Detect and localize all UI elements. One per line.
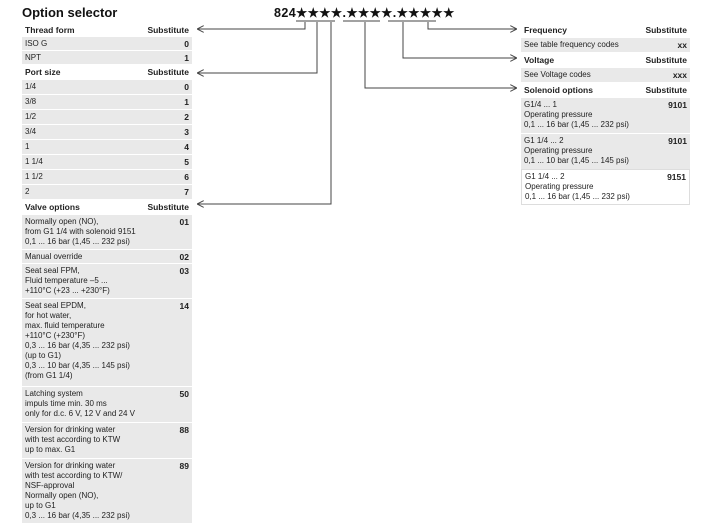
port-size-connector xyxy=(198,22,318,73)
row-value: 2 xyxy=(184,112,189,122)
row-label: 1 xyxy=(25,142,30,151)
table-row: Version for drinking water with test acc… xyxy=(22,458,192,523)
voltage-title: Voltage xyxy=(524,55,555,65)
table-row: NPT 1 xyxy=(22,50,192,64)
row-label: 1 1/4 xyxy=(25,157,43,166)
port-size-header: Port size Substitute xyxy=(22,64,192,79)
port-size-substitute-label: Substitute xyxy=(147,67,189,77)
table-row: G1/4 ... 1 Operating pressure 0,1 ... 16… xyxy=(521,97,690,133)
voltage-header: Voltage Substitute xyxy=(521,52,690,67)
table-row: See table frequency codes xx xyxy=(521,37,690,52)
row-value: 03 xyxy=(179,266,189,276)
right-option-table: Frequency Substitute See table frequency… xyxy=(521,22,690,205)
solenoid-options-title: Solenoid options xyxy=(524,85,593,95)
frequency-connector xyxy=(427,22,516,29)
row-value: 6 xyxy=(184,172,189,182)
order-code: 824★★★★.★★★★.★★★★★ xyxy=(274,6,455,20)
row-label: 1/4 xyxy=(25,82,37,91)
table-row: 1 1/4 5 xyxy=(22,154,192,169)
row-value: 3 xyxy=(184,127,189,137)
table-row: Latching system impuls time min. 30 ms o… xyxy=(22,386,192,422)
table-row: Normally open (NO), from G1 1/4 with sol… xyxy=(22,214,192,249)
row-value: 9101 xyxy=(668,136,687,146)
row-label: 1/2 xyxy=(25,112,37,121)
row-label: Seat seal FPM, Fluid temperature –5 ... … xyxy=(25,266,110,295)
row-label: 3/8 xyxy=(25,97,37,106)
row-label: ISO G xyxy=(25,39,48,48)
table-row: 1/4 0 xyxy=(22,79,192,94)
row-label: 3/4 xyxy=(25,127,37,136)
row-label: Normally open (NO), from G1 1/4 with sol… xyxy=(25,217,136,246)
solenoid-options-substitute-label: Substitute xyxy=(645,85,687,95)
page-title: Option selector xyxy=(22,5,118,20)
table-row: See Voltage codes xxx xyxy=(521,67,690,82)
table-row: ISO G 0 xyxy=(22,36,192,50)
row-label: Latching system impuls time min. 30 ms o… xyxy=(25,389,135,418)
table-row: Seat seal EPDM, for hot water, max. flui… xyxy=(22,298,192,386)
thread-form-header: Thread form Substitute xyxy=(22,22,192,36)
row-label: G1 1/4 ... 2 Operating pressure 0,1 ... … xyxy=(524,136,629,165)
table-row: Version for drinking water with test acc… xyxy=(22,422,192,458)
row-label: See Voltage codes xyxy=(524,70,591,79)
solenoid-options-header: Solenoid options Substitute xyxy=(521,82,690,97)
left-option-table: Thread form Substitute ISO G 0 NPT 1 Por… xyxy=(22,22,192,523)
row-label: Manual override xyxy=(25,252,83,261)
valve-options-substitute-label: Substitute xyxy=(147,202,189,212)
table-row: 1 1/2 6 xyxy=(22,169,192,184)
row-label: NPT xyxy=(25,53,41,62)
valve-options-header: Valve options Substitute xyxy=(22,199,192,214)
row-value: 14 xyxy=(179,301,189,311)
row-value: 9151 xyxy=(667,172,686,182)
table-row: 1/2 2 xyxy=(22,109,192,124)
table-row: Manual override 02 xyxy=(22,249,192,263)
table-row: 3/8 1 xyxy=(22,94,192,109)
row-value: 50 xyxy=(179,389,189,399)
row-value: 0 xyxy=(184,39,189,49)
row-label: Version for drinking water with test acc… xyxy=(25,425,121,454)
row-value: 1 xyxy=(184,53,189,63)
row-value: 0 xyxy=(184,82,189,92)
frequency-header: Frequency Substitute xyxy=(521,22,690,37)
row-label: G1 1/4 ... 2 Operating pressure 0,1 ... … xyxy=(525,172,630,201)
valve-options-connector xyxy=(198,22,332,204)
row-value: 7 xyxy=(184,187,189,197)
row-value: 88 xyxy=(179,425,189,435)
row-label: G1/4 ... 1 Operating pressure 0,1 ... 16… xyxy=(524,100,629,129)
frequency-title: Frequency xyxy=(524,25,567,35)
thread-form-substitute-label: Substitute xyxy=(147,25,189,35)
frequency-substitute-label: Substitute xyxy=(645,25,687,35)
row-value: 01 xyxy=(179,217,189,227)
table-row: G1 1/4 ... 2 Operating pressure 0,1 ... … xyxy=(521,169,690,205)
row-value: 89 xyxy=(179,461,189,471)
thread-form-connector xyxy=(198,22,306,29)
table-row: G1 1/4 ... 2 Operating pressure 0,1 ... … xyxy=(521,133,690,169)
row-value: 02 xyxy=(179,252,189,262)
row-value: 4 xyxy=(184,142,189,152)
row-label: See table frequency codes xyxy=(524,40,619,49)
row-label: 2 xyxy=(25,187,30,196)
thread-form-title: Thread form xyxy=(25,25,75,35)
voltage-connector xyxy=(402,22,516,58)
solenoid-options-connector xyxy=(364,22,516,88)
row-label: Version for drinking water with test acc… xyxy=(25,461,130,520)
row-value: xxx xyxy=(672,70,687,80)
row-value: 1 xyxy=(184,97,189,107)
row-label: 1 1/2 xyxy=(25,172,43,181)
table-row: 3/4 3 xyxy=(22,124,192,139)
voltage-substitute-label: Substitute xyxy=(645,55,687,65)
row-value: 5 xyxy=(184,157,189,167)
table-row: Seat seal FPM, Fluid temperature –5 ... … xyxy=(22,263,192,298)
port-size-title: Port size xyxy=(25,67,61,77)
row-label: Seat seal EPDM, for hot water, max. flui… xyxy=(25,301,130,380)
row-value: 9101 xyxy=(668,100,687,110)
valve-options-title: Valve options xyxy=(25,202,80,212)
row-value: xx xyxy=(677,40,687,50)
